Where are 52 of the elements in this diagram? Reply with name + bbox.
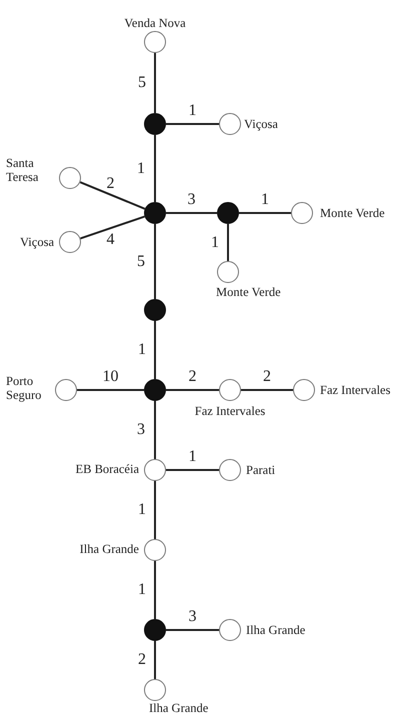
network-edge [154, 401, 156, 459]
location-label: Santa Teresa [6, 156, 40, 184]
network-edge [166, 629, 219, 631]
location-label: Faz Intervales [320, 383, 390, 397]
edge-label: 2 [263, 369, 271, 385]
network-edge [154, 641, 156, 679]
network-edge [154, 321, 156, 379]
network-edge [166, 123, 219, 125]
edge-label: 1 [188, 103, 196, 119]
location-label: Faz Intervales [194, 404, 266, 418]
edge-label: 2 [106, 176, 114, 192]
edge-label: 1 [138, 342, 146, 358]
edge-label: 1 [138, 582, 146, 598]
edge-label: 10 [102, 369, 118, 385]
network-edge [166, 389, 219, 391]
location-label: Ilha Grande [246, 623, 306, 637]
network-edge [166, 212, 217, 214]
network-edge [241, 389, 293, 391]
location-label: Ilha Grande [80, 542, 139, 556]
edge-label: 2 [188, 369, 196, 385]
network-edge [154, 561, 156, 619]
location-label: Venda Nova [124, 16, 186, 30]
network-edge [80, 216, 145, 240]
edge-label: 3 [137, 422, 145, 438]
network-edge [166, 469, 219, 471]
location-label: Monte Verde [320, 206, 385, 220]
network-edge [77, 389, 144, 391]
location-label: EB Boracéia [75, 462, 139, 476]
location-label: Porto Seguro [6, 374, 42, 402]
network-edge [154, 481, 156, 539]
edge-label: 5 [138, 75, 146, 91]
edge-label: 1 [261, 192, 269, 208]
network-edge [154, 224, 156, 299]
network-edge [154, 53, 156, 113]
network-edge [154, 135, 156, 202]
edge-label: 4 [106, 232, 114, 248]
network-edge [227, 224, 229, 261]
location-label: Viçosa [244, 117, 278, 131]
edge-label: 1 [138, 502, 146, 518]
location-label: Monte Verde [216, 285, 281, 299]
edge-label: 5 [137, 254, 145, 270]
edge-label: 1 [211, 234, 219, 250]
network-edge [239, 212, 291, 214]
location-label: Ilha Grande [149, 701, 208, 713]
edge-label: 2 [138, 652, 146, 668]
location-label: Parati [246, 463, 276, 477]
network-edge [80, 181, 146, 210]
location-label: Viçosa [20, 235, 54, 249]
edge-label: 3 [188, 609, 196, 625]
edge-label: 1 [188, 449, 196, 465]
edge-label: 1 [137, 160, 145, 176]
edge-label: 3 [188, 192, 196, 208]
